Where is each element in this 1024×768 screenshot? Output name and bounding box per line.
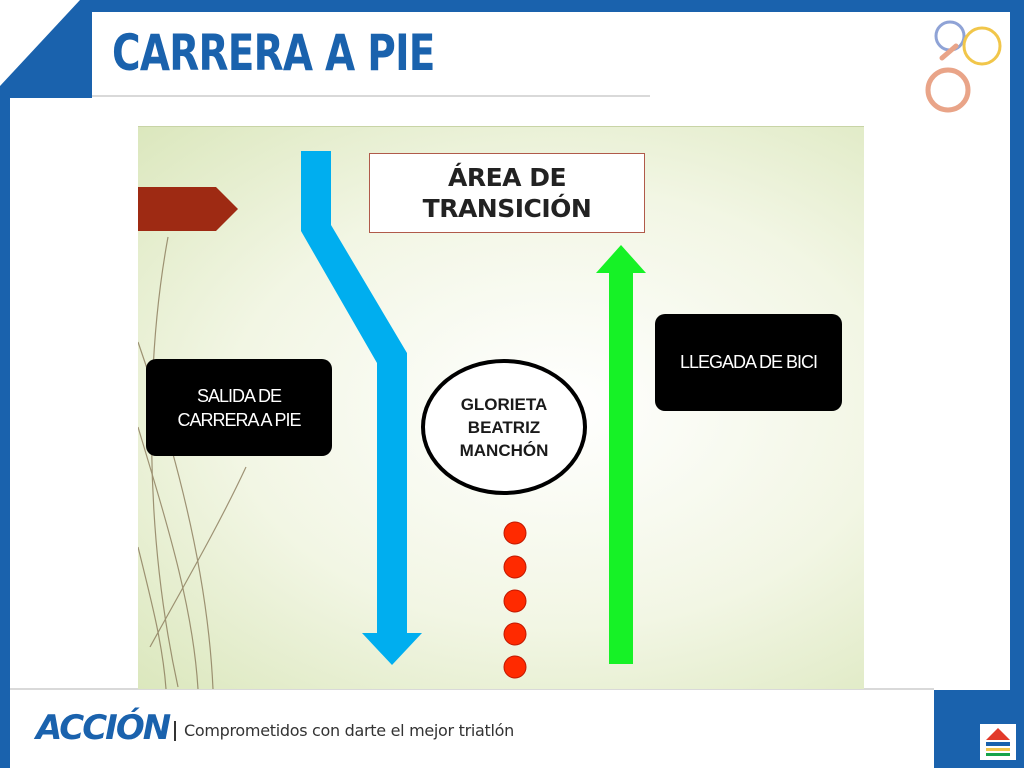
bike-arrival-text: LLEGADA DE BICI (679, 352, 818, 372)
run-exit-line2: CARRERA A PIE (177, 409, 301, 430)
transition-diagram: ÁREA DE TRANSICIÓN SALIDA DE CARRERA A P… (138, 126, 864, 689)
triathlon-mini-logo (980, 724, 1016, 760)
transition-area-line1: ÁREA DE (447, 163, 567, 192)
arrow-up-icon (596, 245, 646, 664)
cone-dots (503, 521, 527, 679)
roundabout-line3: MANCHÓN (459, 440, 549, 460)
cone-dot-icon (503, 589, 527, 613)
roundabout-line1: GLORIETA (460, 394, 548, 414)
run-exit-label: SALIDA DE CARRERA A PIE (146, 359, 332, 456)
cone-dot-icon (503, 555, 527, 579)
footer-tagline: Comprometidos con darte el mejor triatló… (184, 721, 514, 740)
decorative-stems (138, 236, 247, 689)
roundabout-line2: BEATRIZ (467, 417, 541, 437)
olympic-rings-logo (925, 20, 1002, 113)
bike-arrival-label: LLEGADA DE BICI (655, 314, 842, 411)
arrow-down-icon (301, 151, 422, 665)
cone-dot-icon (503, 655, 527, 679)
footer-separator (174, 721, 176, 741)
slide-title: CARRERA A PIE (112, 24, 435, 82)
brand-logo: ACCIÓN (36, 708, 171, 748)
cone-dot-icon (503, 622, 527, 646)
transition-area-label: ÁREA DE TRANSICIÓN (369, 153, 645, 233)
run-exit-line1: SALIDA DE (196, 385, 282, 406)
cone-dot-icon (503, 521, 527, 545)
transition-area-line2: TRANSICIÓN (422, 194, 592, 223)
pointer-arrow-icon (138, 187, 238, 231)
roundabout-label: GLORIETA BEATRIZ MANCHÓN (421, 359, 587, 495)
